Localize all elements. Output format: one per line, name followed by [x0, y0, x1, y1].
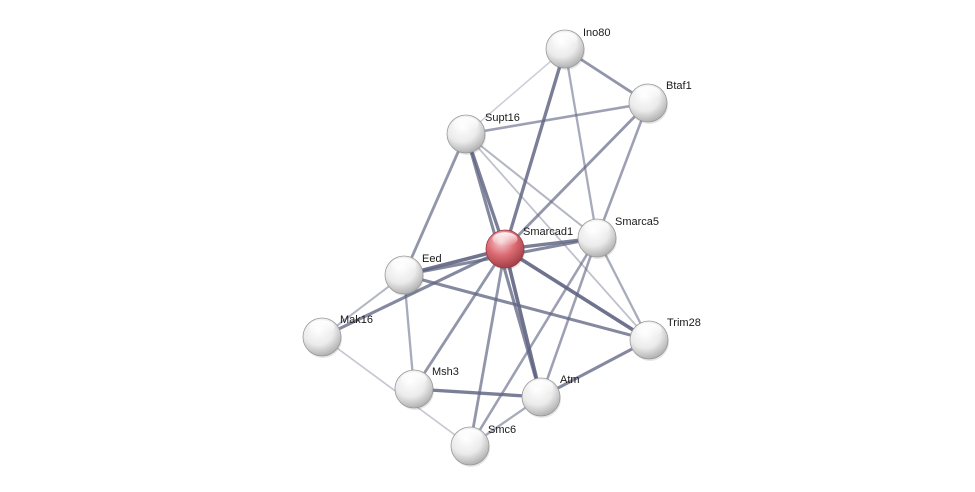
node-highlight [401, 372, 427, 386]
node-msh3[interactable]: Msh3 [394, 366, 459, 410]
node-label: Smarca5 [615, 216, 659, 228]
edge-supt16-ino80 [465, 48, 566, 135]
edge-smarcad1-msh3 [412, 247, 507, 391]
edge-smarcad1-ino80 [503, 47, 567, 251]
edge-smarcad1-mak16 [320, 247, 507, 339]
edge-smarcad1-atm [503, 247, 543, 399]
node-eed[interactable]: Eed [384, 253, 442, 296]
node-label: Btaf1 [666, 80, 692, 92]
edge-smarcad1-btaf1 [503, 101, 650, 251]
node-highlight [635, 86, 661, 100]
node-supt16[interactable]: Supt16 [446, 112, 520, 155]
node-label: Atm [560, 374, 580, 386]
edge-smarca5-atm [539, 236, 599, 399]
edge-smarca5-ino80 [563, 47, 599, 240]
edge-msh3-atm [412, 387, 543, 399]
node-highlight [552, 32, 578, 46]
node-highlight [309, 320, 335, 334]
node-mak16[interactable]: Mak16 [302, 314, 373, 358]
node-label: Eed [422, 253, 442, 265]
node-highlight [528, 380, 554, 394]
edge-supt16-trim28 [465, 133, 650, 341]
node-label: Smarcad1 [523, 226, 573, 238]
node-highlight [391, 258, 417, 272]
node-highlight [457, 429, 483, 443]
node-highlight [492, 232, 518, 246]
node-trim28[interactable]: Trim28 [629, 317, 701, 361]
node-highlight [584, 221, 610, 235]
edge-supt16-btaf1 [464, 101, 650, 136]
node-atm[interactable]: Atm [521, 374, 580, 418]
node-highlight [636, 323, 662, 337]
edge-supt16-smarca5 [464, 132, 599, 240]
node-label: Msh3 [432, 366, 459, 378]
node-smarcad1[interactable]: Smarcad1 [485, 226, 573, 270]
node-label: Supt16 [485, 112, 520, 124]
edge-smarca5-btaf1 [595, 101, 650, 240]
edge-smarcad1-smc6 [468, 247, 507, 448]
edge-smarca5-smc6 [468, 236, 599, 448]
node-ino80[interactable]: Ino80 [545, 27, 611, 70]
node-label: Mak16 [340, 314, 373, 326]
node-label: Smc6 [488, 424, 516, 436]
edge-eed-trim28 [402, 273, 651, 342]
node-label: Trim28 [667, 317, 701, 329]
node-smc6[interactable]: Smc6 [450, 424, 516, 467]
node-highlight [453, 117, 479, 131]
node-smarca5[interactable]: Smarca5 [577, 216, 659, 259]
node-btaf1[interactable]: Btaf1 [628, 80, 692, 124]
node-label: Ino80 [583, 27, 611, 39]
edge-supt16-eed [402, 132, 468, 277]
edge-atm-trim28 [539, 338, 651, 399]
